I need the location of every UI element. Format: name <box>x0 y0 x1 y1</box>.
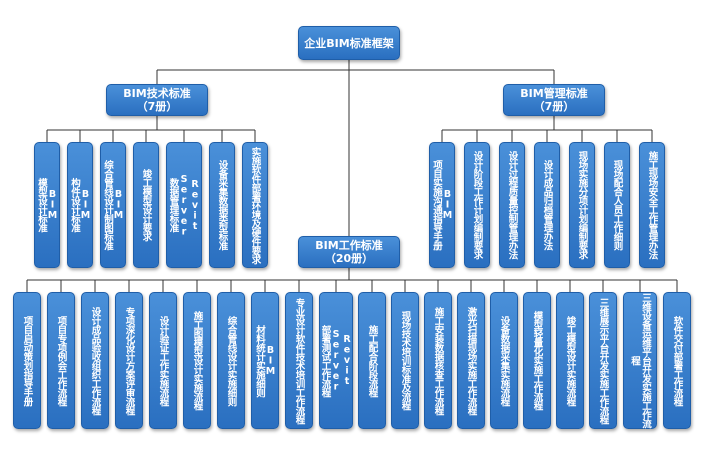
work-item: 激光扫描现场实施工作流程 <box>457 292 485 429</box>
mgmt-item: 设计过程质量控制管理办法 <box>499 142 525 268</box>
work-item: 专项深化设计方案评审流程 <box>115 292 143 429</box>
tech-item: 实施软件部署环境及硬件要求 <box>242 142 268 268</box>
mgmt-item: 设计阶段工作计划编制要求 <box>464 142 490 268</box>
work-standards-node: BIM工作标准 （20册） <box>298 236 400 268</box>
work-item: 专业设计软件技术培训工作流程 <box>285 292 313 429</box>
tech-item: Revit Server 数据管理标准 <box>166 142 202 268</box>
mgmt-item: 施工现场安全工作管理办法 <box>639 142 665 268</box>
work-item: 设计成品验收组织工作流程 <box>81 292 109 429</box>
work-item: 软件交付部署工作流程 <box>663 292 691 429</box>
work-item: 综合管线设计实施细则 <box>217 292 245 429</box>
work-item: 模型轻量化实施工作流程 <box>523 292 551 429</box>
tech-item: 设备采集数据类型标准 <box>209 142 235 268</box>
work-item: 施工图模型设计实施流程 <box>183 292 211 429</box>
root-node: 企业BIM标准框架 <box>298 26 400 60</box>
tech-standards-node: BIM技术标准 （7册） <box>106 84 208 116</box>
mgmt-item: 现场配合人员工作细则 <box>604 142 630 268</box>
work-item: 三维设备运维平台开发实施工作流程 <box>623 292 657 429</box>
mgmt-item: 现场实施分项计划编制要求 <box>569 142 595 268</box>
mgmt-item: 设计成品归档管理办法 <box>534 142 560 268</box>
work-item: Revit Server 部署测试工作流程 <box>319 292 353 429</box>
tech-item: BIM 构件设计标准 <box>67 142 93 268</box>
work-item: 施工配合阶段流程 <box>358 292 386 429</box>
tech-item: BIM 综合管线设计制图标准 <box>100 142 126 268</box>
work-item: 竣工模型设计实施流程 <box>556 292 584 429</box>
work-item: 设备数据采集实施流程 <box>490 292 518 429</box>
tech-item: 竣工模型设计要求 <box>133 142 159 268</box>
work-item: 项目专项例会工作流程 <box>47 292 75 429</box>
work-item: 设计验证工作实施流程 <box>149 292 177 429</box>
work-item: 现场技术培训标准及流程 <box>391 292 419 429</box>
work-item: BIM 材料统计实施细则 <box>251 292 279 429</box>
work-item: 施工安装数据核查工作流程 <box>424 292 452 429</box>
work-item: 项目启动策划指导手册 <box>13 292 41 429</box>
work-item: 三维展示平台开发实施工作流程 <box>589 292 617 429</box>
tech-item: BIM 模型设计标准 <box>34 142 60 268</box>
mgmt-item: BIM 项目实施沟通指导手册 <box>429 142 455 268</box>
mgmt-standards-node: BIM管理标准 （7册） <box>503 84 605 116</box>
